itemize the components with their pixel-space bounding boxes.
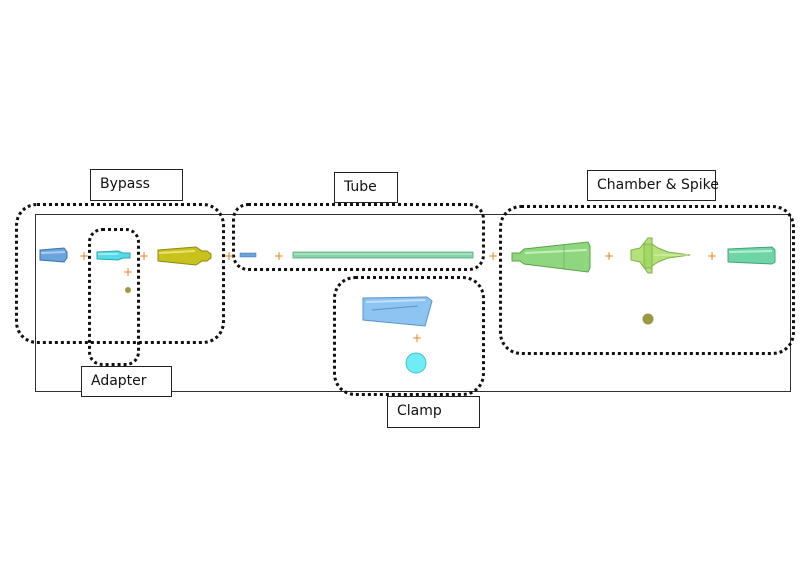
tube-label: Tube: [334, 172, 398, 203]
bypass-connector: [39, 247, 68, 263]
olive-dot-large: [642, 313, 654, 325]
clamp-roller-wheel: [405, 352, 427, 374]
plus-sign: +: [488, 249, 498, 263]
adapter-label: Adapter: [81, 366, 172, 397]
plus-sign: +: [707, 249, 717, 263]
long-tube: [292, 251, 474, 259]
tube-group-outline: [232, 203, 485, 271]
olive-dot-small: [125, 287, 131, 293]
plus-sign: +: [139, 249, 149, 263]
bypass-group-outline: [15, 203, 225, 344]
chamber-spike-label: Chamber & Spike: [587, 170, 719, 201]
adapter-part: [96, 250, 131, 261]
end-connector: [727, 246, 776, 265]
drip-chamber: [511, 241, 591, 273]
plus-sign: +: [412, 331, 422, 345]
clamp-body: [362, 296, 433, 327]
small-blue-rod: [239, 252, 257, 258]
plus-signs: + + + + + + + + +: [79, 249, 717, 345]
clamp-group-outline: [333, 276, 485, 396]
plus-sign: +: [604, 249, 614, 263]
plus-sign: +: [123, 265, 133, 279]
plus-sign: +: [224, 249, 234, 263]
plus-sign: +: [79, 249, 89, 263]
plus-sign: +: [274, 249, 284, 263]
adapter-group-outline: [88, 228, 140, 366]
bypass-label: Bypass: [90, 169, 183, 201]
clamp-label: Clamp: [387, 396, 480, 428]
yellow-connector: [157, 246, 212, 266]
assembly-outer-frame: [35, 214, 791, 392]
chamber-spike-group-outline: [499, 205, 795, 355]
spike: [630, 237, 691, 274]
